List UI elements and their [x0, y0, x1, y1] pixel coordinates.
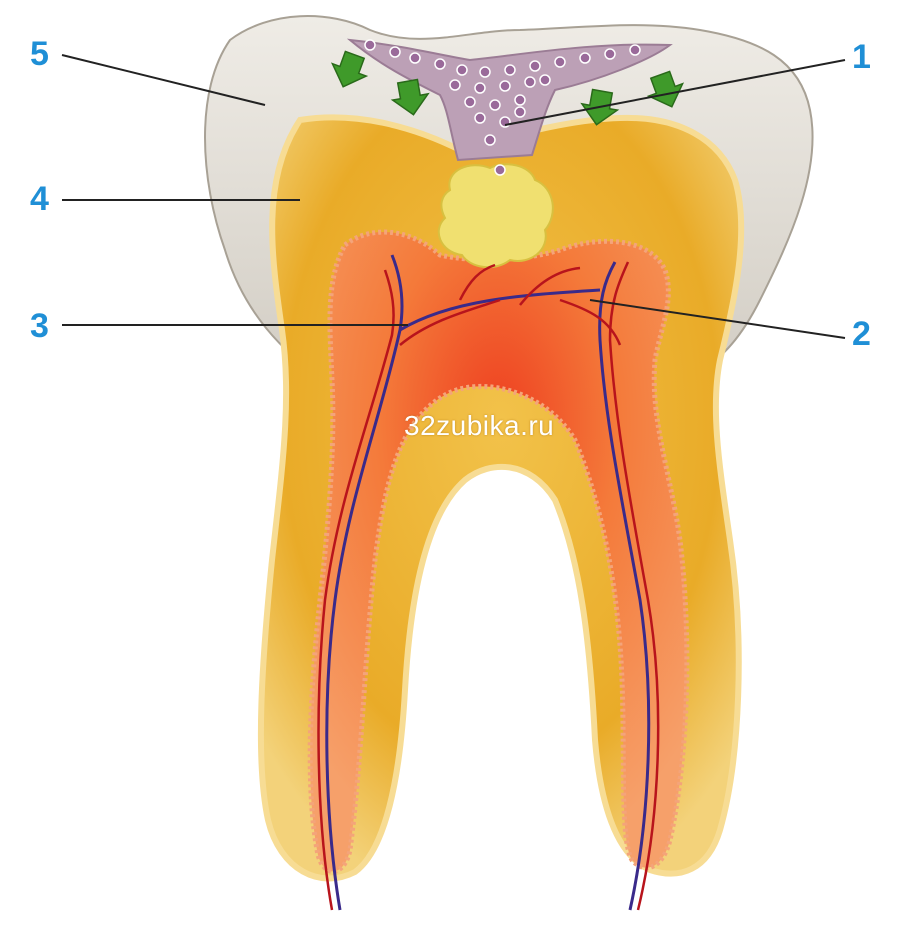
bacteria-dot-icon — [605, 49, 615, 59]
bacteria-dot-icon — [365, 40, 375, 50]
bacteria-dot-icon — [485, 135, 495, 145]
bacteria-dot-icon — [540, 75, 550, 85]
bacteria-dot-icon — [490, 100, 500, 110]
bacteria-dot-icon — [390, 47, 400, 57]
callout-label-4: 4 — [30, 182, 49, 216]
callout-label-3: 3 — [30, 309, 49, 343]
callout-label-2: 2 — [852, 317, 871, 351]
bacteria-dot-icon — [465, 97, 475, 107]
bacteria-dot-icon — [475, 83, 485, 93]
bacteria-dot-icon — [530, 61, 540, 71]
bacteria-dot-icon — [500, 81, 510, 91]
bacteria-dot-icon — [480, 67, 490, 77]
bacteria-dot-icon — [580, 53, 590, 63]
bacteria-dot-icon — [555, 57, 565, 67]
bacteria-dot-icon — [435, 59, 445, 69]
callout-label-5: 5 — [30, 37, 49, 71]
bacteria-dot-icon — [515, 107, 525, 117]
bacteria-dot-icon — [457, 65, 467, 75]
bacteria-dot-icon — [525, 77, 535, 87]
bacteria-dot-icon — [500, 117, 510, 127]
callout-label-1: 1 — [852, 40, 871, 74]
bacteria-dot-icon — [495, 165, 505, 175]
bacteria-dot-icon — [505, 65, 515, 75]
bacteria-dot-icon — [410, 53, 420, 63]
bacteria-dot-icon — [475, 113, 485, 123]
secondary-dentin — [439, 164, 553, 267]
bacteria-dot-icon — [515, 95, 525, 105]
bacteria-dot-icon — [450, 80, 460, 90]
watermark-text: 32zubika.ru — [404, 410, 554, 442]
bacteria-dot-icon — [630, 45, 640, 55]
